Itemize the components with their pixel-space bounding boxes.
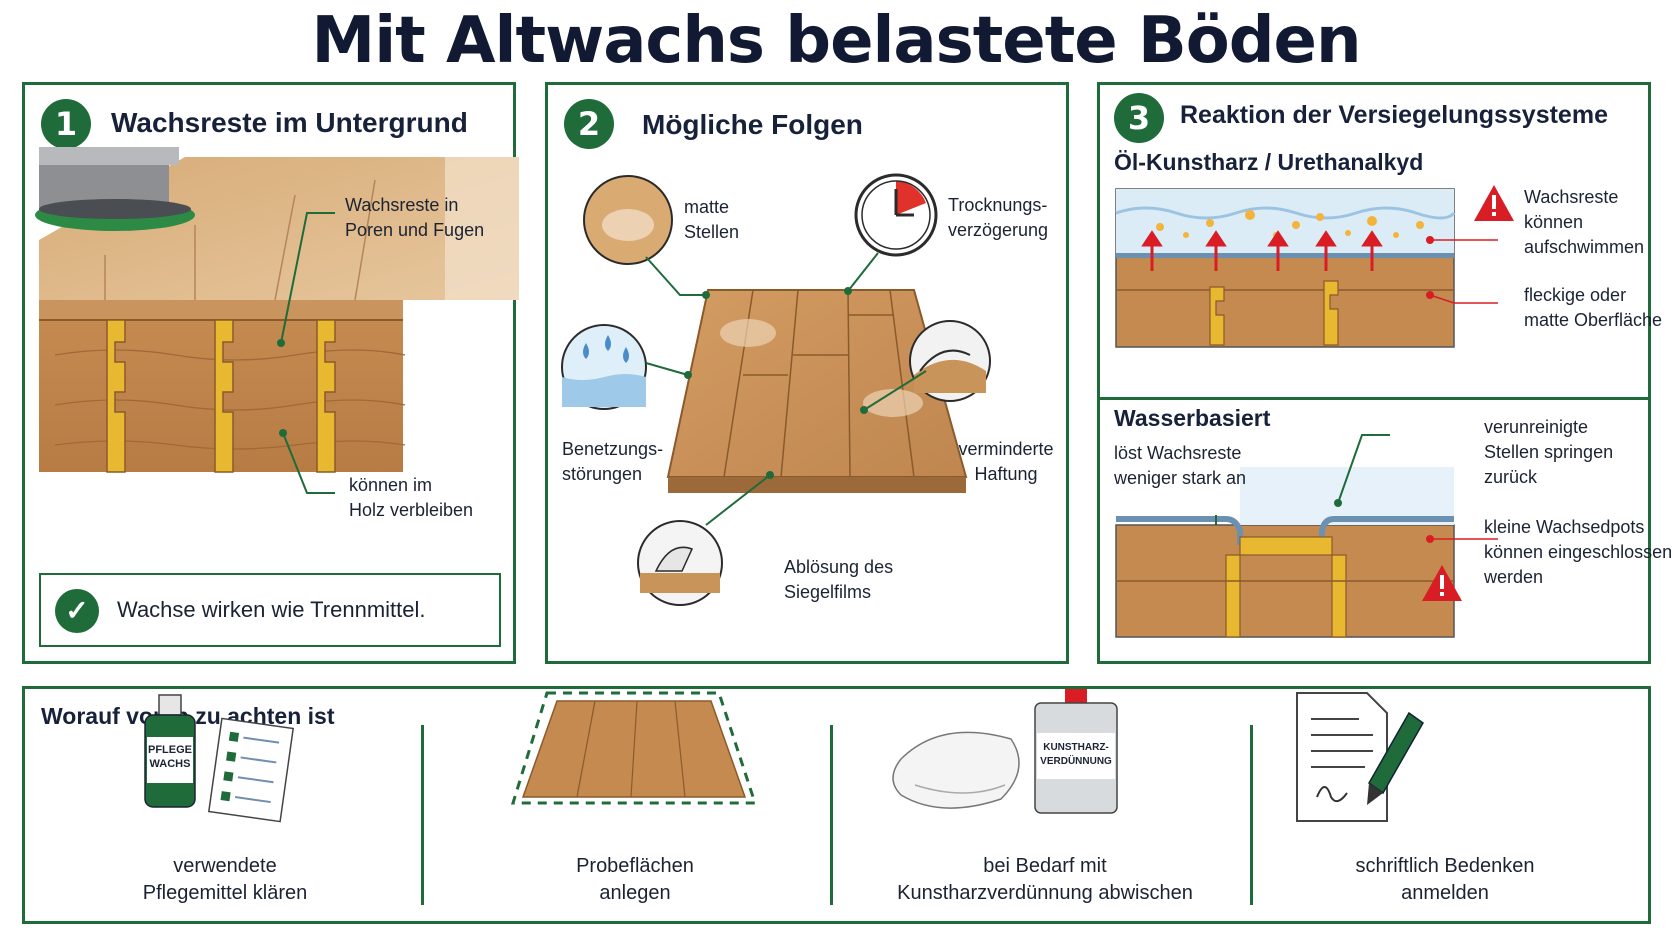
label-matte-1: matte (684, 197, 730, 217)
label-enclosed-3: werden (1484, 567, 1544, 587)
section-divider (1100, 397, 1648, 400)
release-agent-note: ✓ Wachse wirken wie Trennmittel. (39, 573, 501, 647)
wax-residue-illustration (35, 147, 519, 494)
panel3-title: Reaktion der Versiegelungssysteme (1180, 101, 1608, 129)
label-wax-in-pores-2: Poren und Fugen (345, 220, 485, 240)
tip-3-line-1: bei Bedarf mit (983, 855, 1107, 877)
label-drying-2: verzögerung (948, 220, 1049, 240)
panel1-title: Wachsreste im Untergrund (111, 107, 468, 138)
tip-2-line-2: anlegen (599, 882, 671, 904)
adhesion-icon (909, 320, 991, 402)
page-title: Mit Altwachs belastete Böden (311, 4, 1362, 78)
label-float-3: aufschwimmen (1524, 237, 1645, 257)
label-matte-2: Stellen (684, 222, 740, 242)
checklist-divider-3 (1250, 725, 1253, 905)
panel-checklist: Worauf vorab zu achten ist (22, 686, 1651, 924)
bottle-label-2: WACHS (149, 758, 191, 770)
panel-wax-residue: 1 Wachsreste im Untergrund (22, 82, 519, 664)
label-dissolves-1: löst Wachsreste (1114, 443, 1242, 463)
clock-icon (854, 173, 938, 257)
water-drops-icon (561, 324, 647, 410)
label-remain-in-wood-1: können im (349, 475, 433, 495)
panel-sealing-systems: 3 Reaktion der Versiegelungssysteme Öl-K… (1097, 82, 1672, 664)
label-wetting-1: Benetzungs- (562, 439, 664, 459)
section-oil-resin-title: Öl-Kunstharz / Urethanalkyd (1114, 149, 1424, 175)
care-wax-bottle-icon (144, 694, 196, 808)
tip-1-line-2: Pflegemittel klären (142, 882, 308, 904)
tip-4-line-2: anmelden (1401, 882, 1489, 904)
label-wetting-2: störungen (562, 464, 643, 484)
label-enclosed-1: kleine Wachsedpots (1484, 517, 1645, 537)
step-number-1: 1 (41, 99, 91, 149)
panel-consequences: 2 Mögliche Folgen (545, 82, 1069, 664)
tip-2-line-1: Probeflächen (576, 855, 694, 877)
tip-3-line-2: Kunstharzverdünnung abwischen (897, 882, 1193, 904)
label-spring-back-1: verunreinigte (1484, 417, 1589, 437)
tip-1-line-1: verwendete (173, 855, 277, 877)
checklist-divider-2 (830, 725, 833, 905)
check-icon: ✓ (55, 589, 99, 633)
checklist-divider-1 (421, 725, 424, 905)
resin-thinner-can-icon (1034, 689, 1118, 814)
label-drying-1: Trocknungs- (948, 195, 1048, 215)
pen-icon (1367, 711, 1424, 805)
matte-spot-icon (583, 175, 673, 265)
panel2-title: Mögliche Folgen (642, 109, 863, 140)
bottle-label-1: PFLEGE (147, 744, 192, 756)
label-dissolves-2: weniger stark an (1114, 468, 1247, 488)
cloth-icon (892, 731, 1020, 809)
section-water-based-title: Wasserbasiert (1114, 405, 1271, 431)
label-remain-in-wood-2: Holz verbleiben (349, 500, 474, 520)
label-adhesion-2: Haftung (974, 464, 1038, 484)
can-label-1: KUNSTHARZ- (1043, 742, 1109, 753)
document-icon (1296, 692, 1388, 822)
label-peeling-2: Siegelfilms (784, 582, 872, 602)
warning-icon (1422, 565, 1462, 601)
tip-4-line-1: schriftlich Bedenken (1355, 855, 1535, 877)
label-enclosed-2: können eingeschlossen (1484, 542, 1672, 562)
sealing-systems-illustration (1115, 185, 1514, 638)
label-stained-1: fleckige oder (1524, 285, 1627, 305)
consequences-illustration (561, 173, 991, 606)
label-float-2: können (1524, 212, 1584, 232)
step-number-2: 2 (564, 99, 614, 149)
warning-icon (1474, 185, 1514, 221)
step-number-3: 3 (1114, 93, 1164, 143)
label-float-1: Wachsreste (1524, 187, 1619, 207)
label-adhesion-1: verminderte (958, 439, 1054, 459)
label-spring-back-2: Stellen springen (1484, 442, 1614, 462)
can-label-2: VERDÜNNUNG (1040, 756, 1112, 767)
test-area-icon (510, 691, 758, 805)
label-stained-2: matte Oberfläche (1524, 310, 1663, 330)
checklist-document-icon (207, 717, 295, 823)
checklist-illustrations (144, 689, 1424, 823)
label-spring-back-3: zurück (1484, 467, 1538, 487)
label-wax-in-pores-1: Wachsreste in (345, 195, 459, 215)
label-peeling-1: Ablösung des (784, 557, 894, 577)
note-text: Wachse wirken wie Trennmittel. (117, 597, 426, 622)
peeling-film-icon (637, 520, 723, 606)
